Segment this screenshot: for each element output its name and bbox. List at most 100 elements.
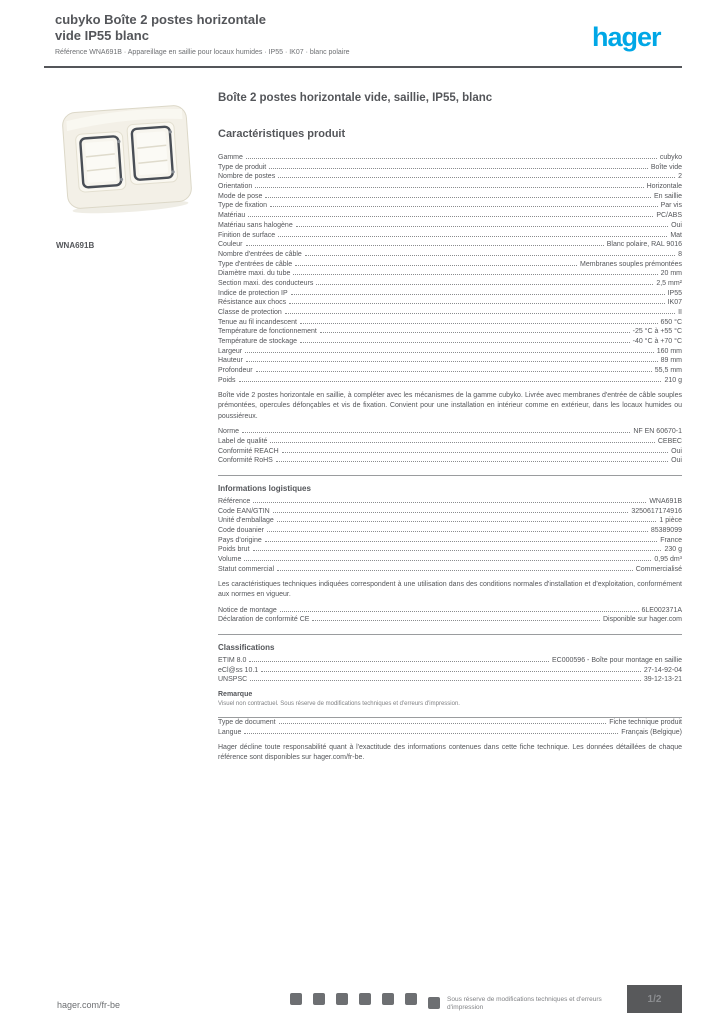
spec-value: 0,95 dm³ <box>654 556 682 564</box>
leader-dots <box>255 371 652 373</box>
ik07-icon <box>313 993 325 1005</box>
spec-value: WNA691B <box>649 498 682 506</box>
spec-value: Oui <box>671 221 682 229</box>
leader-dots <box>244 560 652 562</box>
leader-dots <box>316 283 654 285</box>
spec-value: Mat <box>670 231 682 239</box>
page-indicator: 1/2 <box>627 985 682 1013</box>
leader-dots <box>295 264 578 266</box>
spec-label: Type d'entrées de câble <box>218 260 293 268</box>
leader-dots <box>277 569 633 571</box>
spec-value: Blanc polaire, RAL 9016 <box>606 241 682 249</box>
leader-dots <box>319 332 630 334</box>
spec-label: Langue <box>218 728 242 736</box>
website-link[interactable]: hager.com/fr-be <box>57 999 121 1010</box>
spec-label: Résistance aux chocs <box>218 299 287 307</box>
spec-label: ETIM 8.0 <box>218 657 247 665</box>
section-heading: Classifications <box>218 643 275 653</box>
spec-label: Orientation <box>218 183 253 191</box>
leader-dots <box>253 502 647 504</box>
leader-dots <box>265 196 651 198</box>
spec-label: UNSPSC <box>218 676 248 684</box>
spec-value: 85389099 <box>650 527 682 535</box>
leader-dots <box>264 540 658 542</box>
spec-value: -25 °C à +55 °C <box>632 328 682 336</box>
section-divider <box>218 634 682 636</box>
spec-label: Mode de pose <box>218 192 263 200</box>
leader-dots <box>248 216 654 218</box>
spec-row: Finition de surface Mat <box>218 231 682 241</box>
leader-dots <box>250 680 641 682</box>
leader-dots <box>269 167 648 169</box>
spec-value: 6LE002371A <box>641 606 682 614</box>
leader-dots <box>289 303 665 305</box>
spec-value: Disponible sur hager.com <box>603 616 682 624</box>
leader-dots <box>245 351 654 353</box>
footer-cert-icons <box>290 993 440 1009</box>
spec-label: Label de qualité <box>218 437 268 445</box>
spec-row: Résistance aux chocs IK07 <box>218 298 682 308</box>
spec-value: IK07 <box>667 299 682 307</box>
spec-value: 55,5 mm <box>654 367 682 375</box>
spec-label: Volume <box>218 556 242 564</box>
note-text: Visuel non contractuel. Sous réserve de … <box>218 701 460 708</box>
spec-value: NF EN 60670-1 <box>633 428 682 436</box>
leader-dots <box>249 661 550 663</box>
ce-icon <box>336 993 348 1005</box>
spec-label: Poids brut <box>218 546 250 554</box>
spec-paragraph: Hager décline toute responsabilité quant… <box>218 743 682 762</box>
leader-dots <box>270 441 655 443</box>
section-divider <box>218 717 682 719</box>
spec-value: France <box>660 536 682 544</box>
spec-value: 160 mm <box>656 347 682 355</box>
spec-label: Type de produit <box>218 163 267 171</box>
spec-value: Oui <box>671 447 682 455</box>
spec-label: Finition de surface <box>218 231 276 239</box>
spec-label: Nombre d'entrées de câble <box>218 250 302 258</box>
spec-label: Unité d'emballage <box>218 517 274 525</box>
leader-dots <box>276 521 657 523</box>
spec-value: 27-14-92-04 <box>643 666 682 674</box>
spec-label: Hauteur <box>218 357 243 365</box>
product-image <box>55 95 200 215</box>
spec-row: Température de stockage-40 °C à +70 °C <box>218 337 682 347</box>
header: cubyko Boîte 2 postes horizontale vide I… <box>55 12 350 57</box>
spec-label: Code EAN/GTIN <box>218 507 270 515</box>
note-label: Remarque <box>218 691 253 699</box>
spec-label: Statut commercial <box>218 565 275 573</box>
glow-wire-icon <box>382 993 394 1005</box>
leader-dots <box>278 723 607 725</box>
spec-value: 89 mm <box>660 357 682 365</box>
footer-fine-print: Sous réserve de modifications techniques… <box>447 996 602 1011</box>
leader-dots <box>304 254 676 256</box>
spec-label: Code douanier <box>218 527 264 535</box>
class-ii-icon <box>359 993 371 1005</box>
page-title: Boîte 2 postes horizontale vide, saillie… <box>218 92 493 104</box>
spec-label: Température de fonctionnement <box>218 328 317 336</box>
leader-dots <box>245 158 657 159</box>
leader-dots <box>278 177 676 179</box>
spec-label: Largeur <box>218 347 243 355</box>
spec-label: Section maxi. des conducteurs <box>218 279 314 287</box>
leader-dots <box>290 293 665 295</box>
leader-dots <box>266 531 648 533</box>
spec-label: Matériau <box>218 212 246 220</box>
